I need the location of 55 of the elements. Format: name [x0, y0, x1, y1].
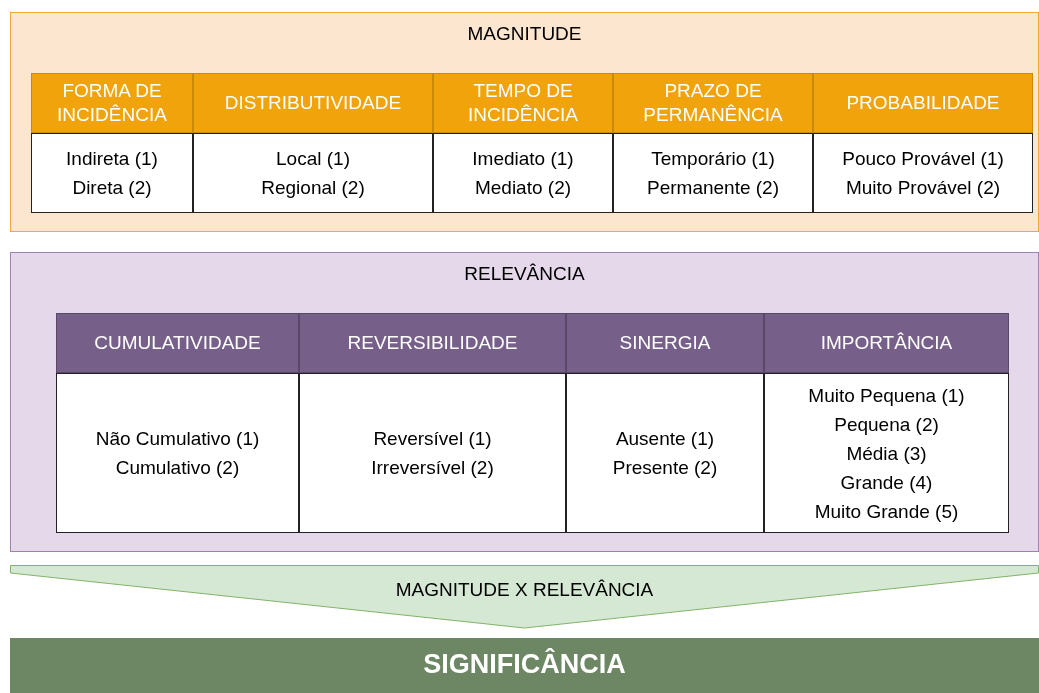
header-text: DISTRIBUTIVIDADE	[224, 91, 402, 115]
table-header-cell	[56, 313, 299, 373]
table-header-cell	[433, 73, 613, 133]
table-cell	[566, 373, 764, 533]
table-header-cell	[566, 313, 764, 373]
table-cell	[56, 373, 299, 533]
cell-text: Muito Provável (2)	[845, 176, 1001, 200]
header-text: TEMPO DE INCIDÊNCIA	[467, 79, 579, 127]
cell-text: Ausente (1)	[615, 427, 715, 451]
table-header-cell	[299, 313, 566, 373]
table-cell	[813, 133, 1033, 213]
header-text: PRAZO DE PERMANÊNCIA	[642, 79, 784, 127]
cell-text: Média (3)	[846, 441, 927, 466]
cell-text: Não Cumulativo (1)	[95, 427, 260, 451]
arrow-label: MAGNITUDE X RELEVÂNCIA	[395, 579, 654, 601]
table-cell	[193, 133, 433, 213]
table-header-cell	[613, 73, 813, 133]
cell-text: Mediato (2)	[474, 176, 572, 200]
table-cell	[299, 373, 566, 533]
section-title: MAGNITUDE	[467, 23, 582, 45]
table-header-cell	[813, 73, 1033, 133]
table-cell	[433, 133, 613, 213]
cell-text: Muito Grande (5)	[814, 499, 959, 524]
section-title: RELEVÂNCIA	[464, 263, 585, 285]
header-text: PROBABILIDADE	[846, 91, 1000, 115]
cell-text: Permanente (2)	[647, 176, 779, 200]
cell-text: Presente (2)	[612, 456, 718, 480]
table-cell	[613, 133, 813, 213]
table-cell	[764, 373, 1009, 533]
cell-text: Muito Pequena (1)	[808, 383, 965, 408]
cell-text: Pouco Provável (1)	[842, 147, 1004, 171]
cell-text: Irreversível (2)	[371, 456, 494, 480]
cell-text: Imediato (1)	[472, 147, 574, 171]
cell-text: Local (1)	[276, 147, 350, 171]
header-text: REVERSIBILIDADE	[347, 331, 518, 355]
cell-text: Direta (2)	[72, 176, 152, 200]
cell-text: Regional (2)	[261, 176, 365, 200]
table-header-cell	[31, 73, 193, 133]
cell-text: Reversível (1)	[373, 427, 492, 451]
cell-text: Temporário (1)	[651, 147, 775, 171]
table-cell	[31, 133, 193, 213]
cell-text: Indireta (1)	[66, 147, 158, 171]
section-panel	[10, 252, 1039, 552]
table-header-cell	[193, 73, 433, 133]
cell-text: Grande (4)	[840, 470, 933, 495]
header-text: IMPORTÂNCIA	[820, 331, 953, 355]
table-header-cell	[764, 313, 1009, 373]
header-text: CUMULATIVIDADE	[94, 331, 261, 355]
cell-text: Cumulativo (2)	[115, 456, 240, 480]
section-panel	[10, 12, 1039, 232]
header-text: SINERGIA	[619, 331, 711, 355]
result-bar	[10, 638, 1039, 693]
header-text: FORMA DE INCIDÊNCIA	[56, 79, 168, 127]
result-title: SIGNIFICÂNCIA	[423, 650, 626, 679]
cell-text: Pequena (2)	[834, 412, 939, 437]
